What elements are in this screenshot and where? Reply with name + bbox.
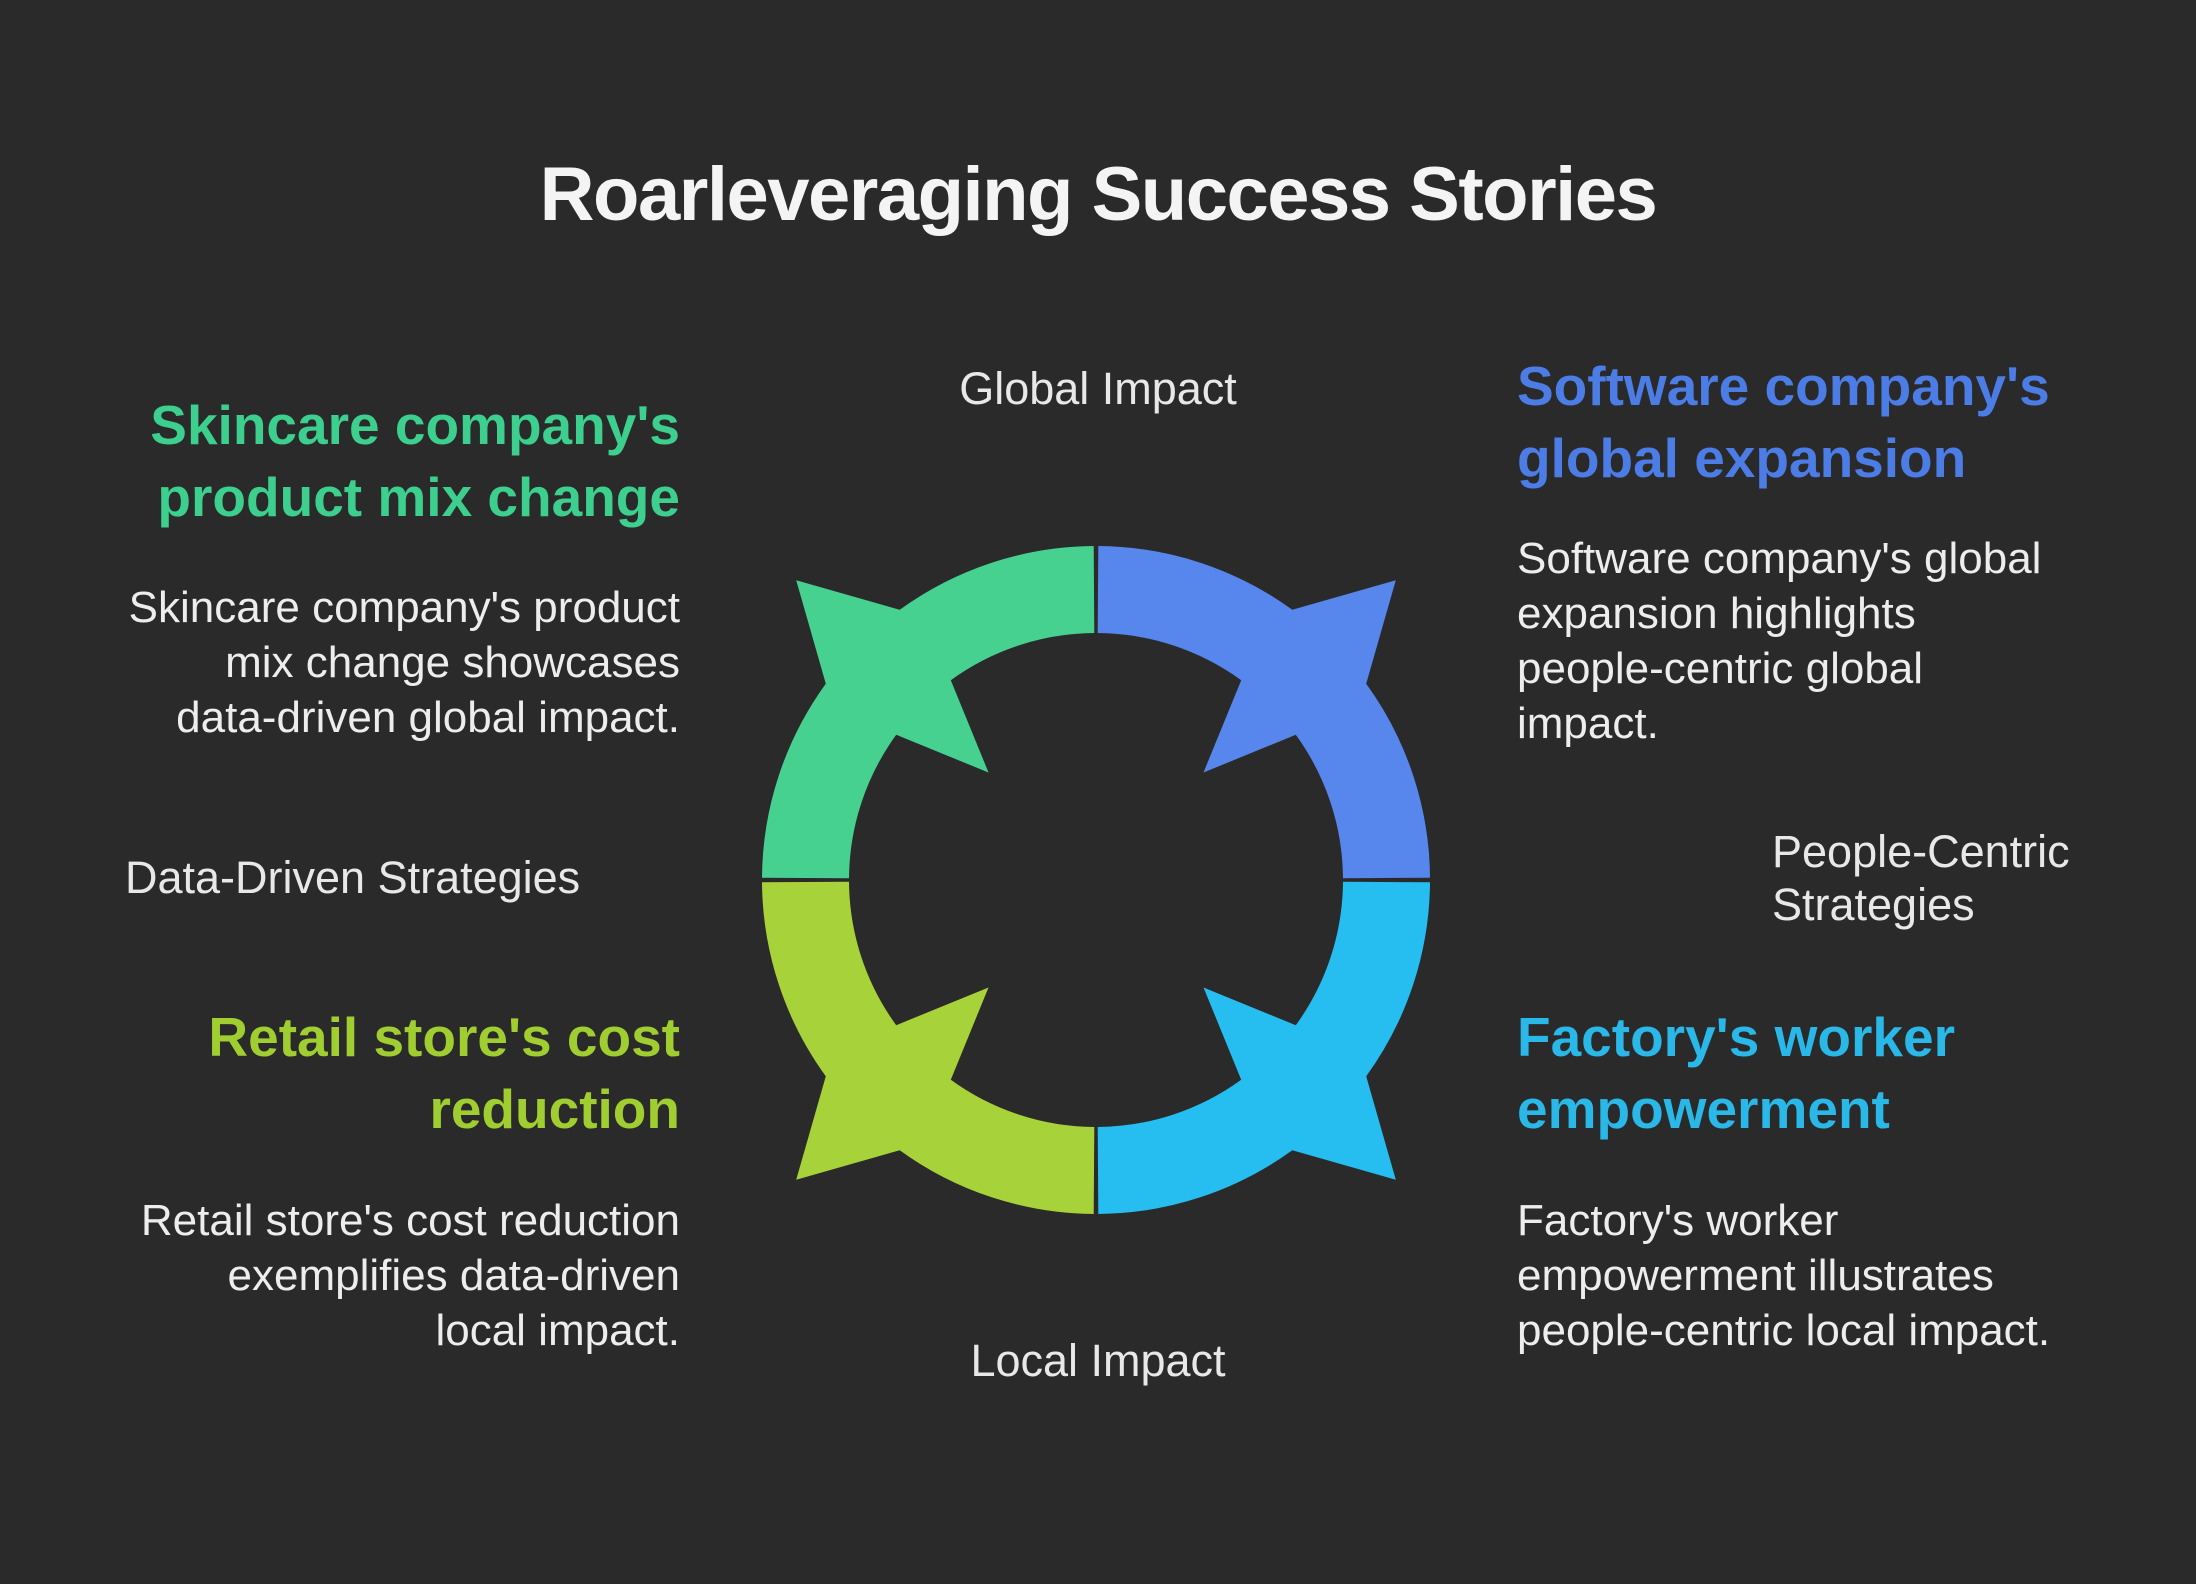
section-heading-retail: Retail store's cost reduction (208, 1006, 680, 1140)
section-heading-factory: Factory's worker empowerment (1517, 1006, 1955, 1140)
axis-label-global-impact: Global Impact (959, 363, 1237, 414)
cycle-diagram (762, 546, 1430, 1214)
cycle-segment-bottom-right-arrow-icon (1097, 881, 1430, 1214)
axis-label-data-driven-strategies: Data-Driven Strategies (125, 852, 581, 903)
cycle-segment-bottom-left-arrow-icon (762, 881, 1095, 1214)
section-heading-skincare: Skincare company's product mix change (150, 394, 680, 528)
axis-label-people-centric-strategies: People-Centric Strategies (1772, 826, 2070, 930)
section-body-skincare: Skincare company's product mix change sh… (128, 583, 680, 742)
section-body-factory: Factory's worker empowerment illustrates… (1517, 1196, 2051, 1355)
section-body-software: Software company's global expansion high… (1517, 534, 2042, 748)
axis-label-local-impact: Local Impact (970, 1335, 1226, 1386)
section-body-retail: Retail store's cost reduction exemplifie… (140, 1196, 680, 1355)
cycle-segment-top-right-arrow-icon (1097, 546, 1430, 879)
page-title: Roarleveraging Success Stories (539, 152, 1658, 237)
cycle-segment-top-left-arrow-icon (762, 546, 1095, 879)
section-heading-software: Software company's global expansion (1517, 355, 2050, 489)
